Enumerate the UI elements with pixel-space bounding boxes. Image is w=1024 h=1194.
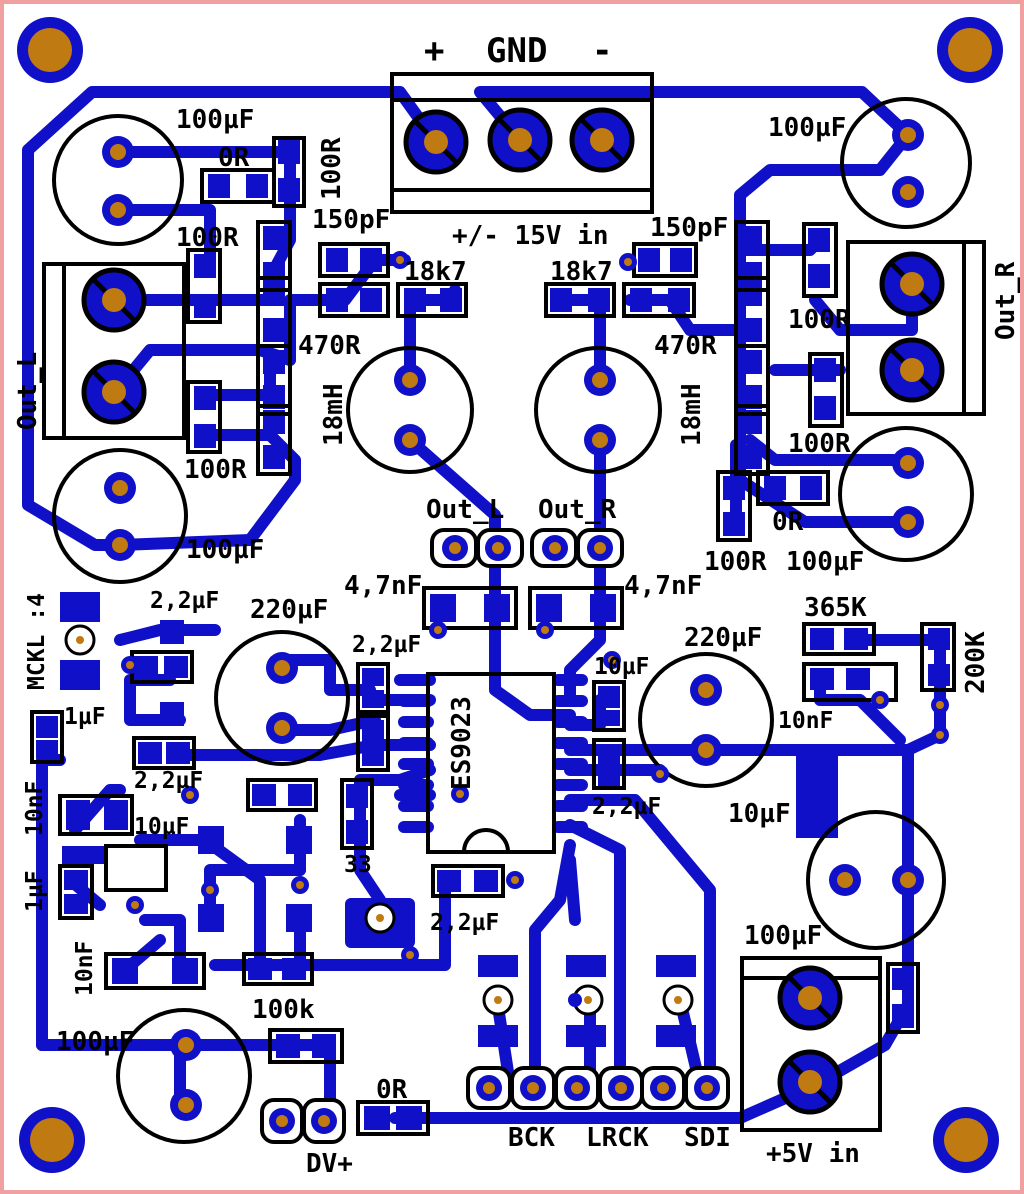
- label-res-0r-b: 0R: [376, 1075, 408, 1105]
- labels: + GND - +/- 15V in ES9023 Out_L Out_R Ou…: [13, 31, 1021, 1179]
- label-cap-4n7-l: 4,7nF: [344, 571, 422, 601]
- mounting-holes: [17, 17, 1003, 1173]
- label-out-r-header: Out_R: [538, 495, 617, 525]
- label-cap-2u2-a: 2,2µF: [150, 588, 219, 614]
- label-res-100r-r3: 100R: [704, 547, 767, 577]
- label-res-18k7-l: 18k7: [404, 257, 467, 287]
- label-bck: BCK: [508, 1123, 555, 1153]
- label-ind-18mh-l: 18mH: [319, 383, 349, 446]
- label-res-100r-r1: 100R: [788, 305, 851, 335]
- label-cap-100uf-mr: 100µF: [786, 547, 864, 577]
- label-gnd: GND: [486, 31, 547, 71]
- chip-pins-right: [552, 674, 588, 833]
- label-cap-10uf-r: 10µF: [728, 799, 791, 829]
- label-sdi: SDI: [684, 1123, 731, 1153]
- label-ind-18mh-r: 18mH: [677, 383, 707, 446]
- label-minus: -: [592, 31, 612, 71]
- label-res-100r-tl: 100R: [176, 223, 239, 253]
- label-lrck: LRCK: [586, 1123, 649, 1153]
- vias: [121, 251, 949, 1007]
- label-cap-150pf-r: 150pF: [650, 213, 728, 243]
- label-res-33: 33: [344, 852, 372, 878]
- label-cap-2u2-d: 2,2µF: [592, 794, 661, 820]
- label-cap-2u2-c: 2,2µF: [134, 768, 203, 794]
- label-cap-150pf-l: 150pF: [312, 205, 390, 235]
- label-cap-100uf-br: 100µF: [744, 921, 822, 951]
- label-out-l-header: Out_L: [426, 495, 504, 525]
- label-cap-100uf-ml: 100µF: [186, 535, 264, 565]
- label-cap-100uf-tr: 100µF: [768, 113, 846, 143]
- label-cap-10nf-b: 10nF: [72, 941, 98, 996]
- label-cap-10uf-l: 10µF: [134, 814, 189, 840]
- label-5v-in: +5V in: [766, 1139, 860, 1169]
- chip-pins-left: [398, 674, 434, 833]
- label-res-18k7-r: 18k7: [550, 257, 613, 287]
- label-res-0r-r: 0R: [772, 507, 804, 537]
- label-res-0r-tl: 0R: [218, 143, 250, 173]
- label-cap-220uf-l: 220µF: [250, 595, 328, 625]
- label-res-100r-bl: 100R: [184, 455, 247, 485]
- label-cap-220uf-r: 220µF: [684, 623, 762, 653]
- label-cap-1uf-a: 1µF: [64, 704, 106, 730]
- label-res-100k: 100k: [252, 995, 315, 1025]
- label-cap-4n7-r: 4,7nF: [624, 571, 702, 601]
- label-cap-100uf-tl: 100µF: [176, 105, 254, 135]
- label-cap-10nf-r: 10nF: [778, 708, 833, 734]
- label-cap-10uf-a: 10µF: [594, 654, 649, 680]
- label-out-r-terminal: Out_R: [991, 261, 1021, 340]
- label-res-100r-tl-v: 100R: [317, 137, 347, 200]
- label-power-in: +/- 15V in: [452, 221, 609, 251]
- label-chip: ES9023: [447, 696, 477, 790]
- silkscreen-outlines: [30, 72, 986, 1144]
- label-plus: +: [424, 31, 444, 71]
- label-res-470r-r: 470R: [654, 331, 717, 361]
- label-res-100r-r2: 100R: [788, 429, 851, 459]
- screw-terminals: [81, 107, 945, 1115]
- label-cap-1uf-b: 1µF: [22, 870, 48, 912]
- label-res-200k: 200K: [961, 631, 991, 694]
- label-cap-2u2-b: 2,2µF: [352, 632, 421, 658]
- label-cap-2u2-e: 2,2µF: [430, 910, 499, 936]
- label-res-365k: 365K: [804, 593, 867, 623]
- label-res-470r-l: 470R: [298, 331, 361, 361]
- label-dv-plus: DV+: [306, 1149, 353, 1179]
- label-cap-10nf-a: 10nF: [22, 781, 48, 836]
- smd-pads: [36, 140, 950, 1130]
- through-hole-pads: [102, 119, 924, 1134]
- label-mclk: MCKL :4: [24, 593, 50, 690]
- label-cap-100uf-bl: 100µF: [56, 1027, 134, 1057]
- label-out-l-terminal: Out_L: [13, 352, 43, 430]
